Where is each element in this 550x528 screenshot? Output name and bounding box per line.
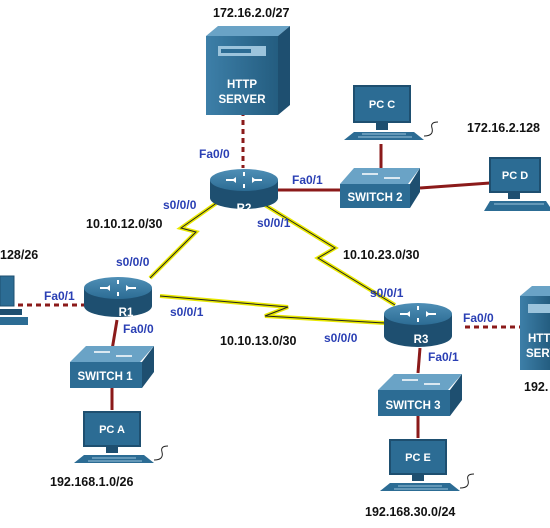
link-r3-switch3	[416, 347, 422, 374]
http-server-top: HTTP SERVER	[206, 26, 290, 115]
http-server-right: HTTP SERV	[520, 286, 550, 370]
pc-c[interactable]: PC C	[344, 85, 439, 140]
iface-r3-s000: s0/0/0	[324, 331, 358, 345]
network-server-top: 172.16.2.0/27	[213, 6, 290, 20]
router-r1[interactable]: R1	[84, 277, 152, 319]
serial-link-r1-r2	[148, 193, 230, 280]
serial-link-r1-r3	[159, 294, 386, 325]
pc-d[interactable]: PC D	[484, 157, 550, 211]
network-right-lan: 192.	[524, 380, 548, 394]
pc-c-label: PC C	[369, 99, 395, 111]
iface-r1-fa00: Fa0/0	[123, 322, 154, 336]
router-r2[interactable]: R2	[210, 169, 278, 215]
iface-r3-fa00: Fa0/0	[463, 311, 494, 325]
iface-r1-s001: s0/0/1	[170, 305, 204, 319]
serial-link-r2-r3	[258, 200, 397, 307]
switch-3-label: SWITCH 3	[386, 400, 441, 412]
router-r3-label: R3	[414, 334, 429, 346]
server-top-label-line1: HTTP	[227, 79, 257, 91]
iface-r1-fa01: Fa0/1	[44, 289, 75, 303]
server-top-label-line2: SERVER	[218, 94, 266, 106]
pc-a[interactable]: PC A	[74, 411, 169, 463]
switch-2[interactable]: SWITCH 2	[340, 168, 420, 208]
iface-r3-fa01: Fa0/1	[428, 350, 459, 364]
iface-r1-s000: s0/0/0	[116, 255, 150, 269]
iface-r3-s001: s0/0/1	[370, 286, 404, 300]
router-r3[interactable]: R3	[384, 303, 452, 347]
iface-r2-s001: s0/0/1	[257, 216, 291, 230]
links	[0, 111, 523, 438]
router-r1-label: R1	[119, 307, 134, 319]
iface-r2-s000: s0/0/0	[163, 198, 197, 212]
link-switch2-pcd	[419, 181, 491, 190]
pc-e-label: PC E	[405, 452, 431, 464]
switch-1-label: SWITCH 1	[78, 371, 134, 383]
server-right-label-line2: SERV	[526, 348, 550, 360]
network-r1-r2: 10.10.12.0/30	[86, 217, 163, 231]
iface-r2-fa00: Fa0/0	[199, 147, 230, 161]
server-right-label-line1: HTTP	[528, 333, 550, 345]
pc-left-partial	[0, 275, 28, 325]
network-r1-r3: 10.10.13.0/30	[220, 334, 297, 348]
network-pce-lan: 192.168.30.0/24	[365, 505, 455, 519]
switch-1[interactable]: SWITCH 1	[70, 346, 154, 388]
switch-2-label: SWITCH 2	[348, 192, 403, 204]
network-pca-lan: 192.168.1.0/26	[50, 475, 133, 489]
iface-r2-fa01: Fa0/1	[292, 173, 323, 187]
link-r1-switch1	[110, 319, 119, 351]
switch-3[interactable]: SWITCH 3	[378, 374, 462, 416]
router-r2-label: R2	[237, 203, 252, 215]
pc-d-label: PC D	[502, 170, 528, 182]
network-r2-r3: 10.10.23.0/30	[343, 248, 420, 262]
network-pcd-lan: 172.16.2.128	[467, 121, 540, 135]
network-left-lan: 128/26	[0, 248, 38, 262]
pc-a-label: PC A	[99, 424, 125, 436]
pc-e[interactable]: PC E	[380, 439, 475, 491]
